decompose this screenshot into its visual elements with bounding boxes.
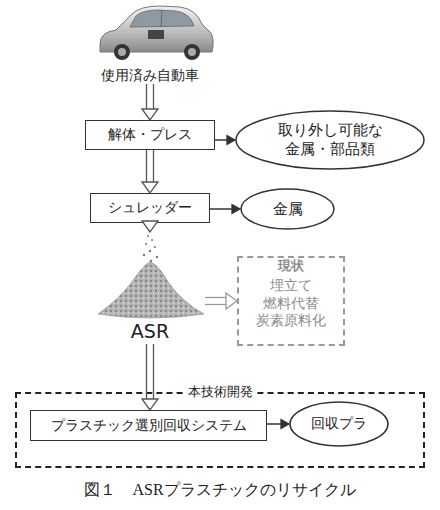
flow-arrow bbox=[142, 344, 158, 410]
node-text: 埋立て 燃料代替 炭素原料化 bbox=[247, 277, 335, 330]
node-text: ASR bbox=[131, 320, 169, 344]
flow-arrow bbox=[205, 293, 237, 309]
arrow-shaft bbox=[146, 344, 147, 399]
flow-arrow bbox=[142, 221, 158, 232]
asr-node: ASR bbox=[95, 232, 205, 344]
status-box: 現状埋立て 燃料代替 炭素原料化 bbox=[237, 256, 345, 346]
arrow-shaft bbox=[153, 344, 154, 399]
ellipse-shape bbox=[290, 402, 388, 446]
figure-caption: 図１ ASRプラスチックのリサイクル bbox=[0, 480, 440, 501]
arrow-shaft bbox=[210, 208, 232, 210]
arrow-head bbox=[226, 293, 237, 309]
node-text: 回収プラ bbox=[311, 415, 367, 433]
arrow-shaft bbox=[153, 221, 154, 223]
arrow-head bbox=[232, 205, 240, 214]
arrow-head bbox=[142, 399, 158, 410]
asr-pile bbox=[98, 235, 204, 318]
output-ellipse: 回収プラ bbox=[289, 401, 389, 447]
arrow-head bbox=[142, 109, 158, 120]
arrow-head bbox=[281, 420, 289, 429]
flow-arrow bbox=[267, 420, 289, 429]
node-text: 解体・プレス bbox=[108, 126, 192, 144]
flow-arrow bbox=[215, 136, 235, 145]
arrow-shaft bbox=[205, 304, 226, 305]
node-text: 金属 bbox=[273, 200, 303, 219]
arrow-shaft bbox=[153, 150, 154, 182]
flow-arrow bbox=[210, 205, 240, 214]
development-frame: 本技術開発プラスチック選別回収システム回収プラ bbox=[15, 392, 425, 468]
arrow-shaft bbox=[215, 139, 227, 141]
arrow-shaft bbox=[205, 297, 226, 298]
arrow-shaft bbox=[153, 84, 154, 109]
vehicle-node: 使用済み自動車 bbox=[80, 0, 220, 84]
node-text: 現状 bbox=[278, 258, 304, 274]
node-text: 本技術開発 bbox=[184, 384, 257, 400]
arrow-head bbox=[227, 136, 235, 145]
arrow-shaft bbox=[146, 150, 147, 182]
car-illustration bbox=[100, 6, 213, 60]
ellipse-shape bbox=[241, 189, 334, 229]
arrow-shaft bbox=[146, 221, 147, 223]
process-box: プラスチック選別回収システム bbox=[30, 410, 267, 441]
arrow-head bbox=[142, 221, 158, 232]
node-text: プラスチック選別回収システム bbox=[51, 417, 247, 435]
process-box: 解体・プレス bbox=[85, 120, 215, 150]
node-text: 取り外し可能な 金属・部品類 bbox=[268, 121, 393, 159]
node-text: 使用済み自動車 bbox=[101, 67, 199, 85]
arrow-shaft bbox=[146, 84, 147, 109]
flow-arrow bbox=[142, 150, 158, 193]
output-ellipse: 取り外し可能な 金属・部品類 bbox=[235, 110, 425, 170]
output-ellipse: 金属 bbox=[240, 188, 335, 230]
flow-arrow bbox=[142, 84, 158, 120]
process-box: シュレッダー bbox=[90, 193, 210, 223]
arrow-shaft bbox=[267, 423, 281, 425]
ellipse-shape bbox=[236, 111, 424, 169]
arrow-head bbox=[142, 182, 158, 193]
node-text: シュレッダー bbox=[108, 199, 192, 217]
